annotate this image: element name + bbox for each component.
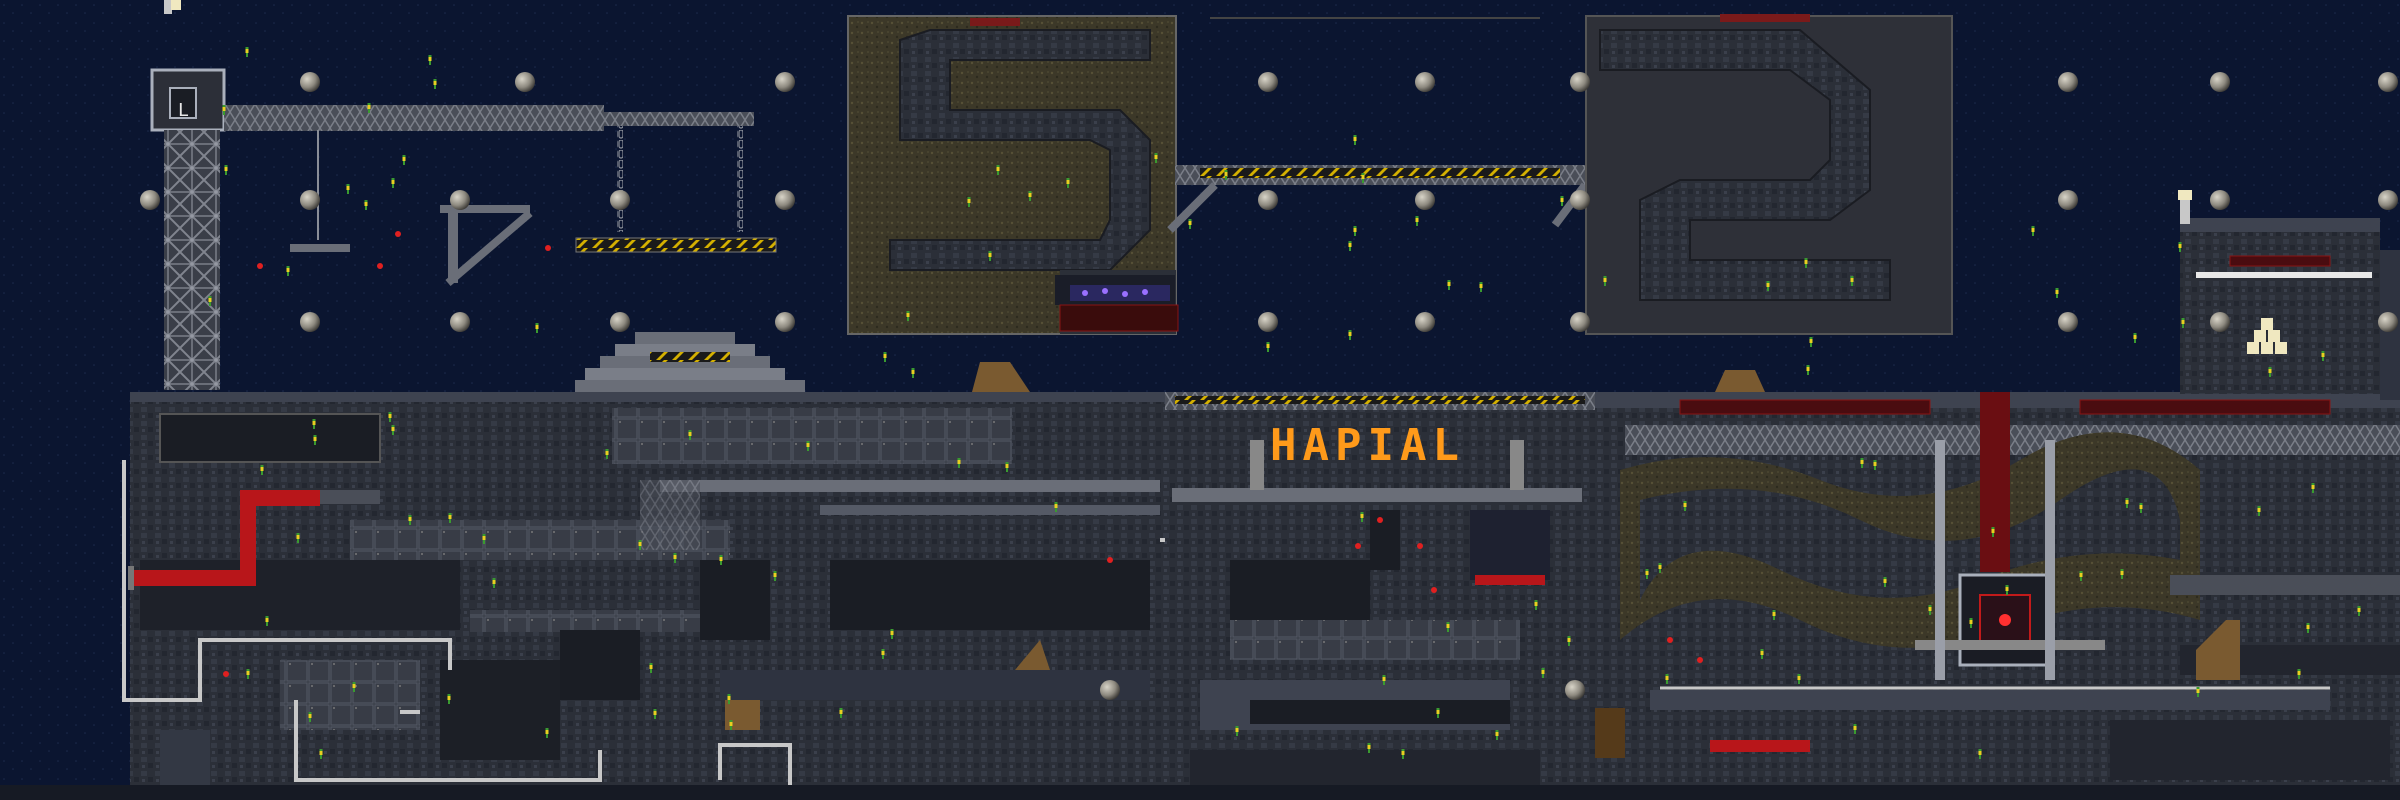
red-lights: [223, 231, 1703, 677]
spike-ball-icon: [1415, 190, 1435, 210]
crystal-cluster: [1070, 285, 1170, 301]
spike-ball-icon: [300, 312, 320, 332]
lamp-icon: [171, 0, 181, 10]
spike-ball-icon: [140, 190, 160, 210]
spike-ball-icon: [2378, 190, 2398, 210]
red-light-icon: [377, 263, 383, 269]
spike-ball-icon: [1258, 190, 1278, 210]
spike-ball-icon: [1258, 312, 1278, 332]
spike-ball-icon: [1570, 312, 1590, 332]
spike-ball-icon: [300, 190, 320, 210]
seven-girder: [440, 205, 530, 283]
red-light-icon: [223, 671, 229, 677]
red-light-icon: [1377, 517, 1383, 523]
right-tower: [2178, 190, 2400, 400]
spike-ball-icon: [1570, 190, 1590, 210]
red-light-icon: [545, 245, 551, 251]
spike-ball-icon: [2378, 312, 2398, 332]
level-sign: HAPIAL: [1270, 420, 1465, 471]
spike-ball-icon: [2210, 72, 2230, 92]
steps-pile: [575, 332, 805, 392]
spike-ball-icon: [1415, 72, 1435, 92]
red-light-icon: [1667, 637, 1673, 643]
spike-ball-icon: [1100, 680, 1120, 700]
spike-ball-icon: [2058, 72, 2078, 92]
spike-balls: [140, 72, 2398, 700]
hanging-platform: [575, 237, 777, 253]
central-building: HAPIAL: [1165, 392, 1595, 792]
red-light-icon: [1431, 587, 1437, 593]
spike-ball-icon: [2058, 312, 2078, 332]
spike-ball-icon: [1258, 72, 1278, 92]
spike-ball-icon: [775, 72, 795, 92]
ground-floor: [0, 785, 2400, 800]
spike-ball-icon: [1415, 312, 1435, 332]
svg-text:L: L: [178, 100, 189, 121]
red-light-icon: [395, 231, 401, 237]
spike-ball-icon: [775, 312, 795, 332]
red-light-icon: [1697, 657, 1703, 663]
spike-ball-icon: [2210, 312, 2230, 332]
red-light-icon: [257, 263, 263, 269]
spike-ball-icon: [515, 72, 535, 92]
spike-ball-icon: [1565, 680, 1585, 700]
dirt-mounds: [725, 362, 2240, 730]
spike-ball-icon: [2210, 190, 2230, 210]
billboard-left: [847, 15, 1179, 335]
red-light-icon: [1417, 543, 1423, 549]
crane: L: [150, 0, 754, 390]
lamp-icon: [2178, 190, 2192, 200]
right-complex: [1595, 392, 2400, 792]
girder-bridge-top: [1167, 17, 1589, 233]
small-ledge: [290, 244, 350, 252]
red-light-icon: [1355, 543, 1361, 549]
spike-ball-icon: [610, 312, 630, 332]
spike-ball-icon: [450, 312, 470, 332]
spike-ball-icon: [2378, 72, 2398, 92]
spike-ball-icon: [450, 190, 470, 210]
spike-ball-icon: [2058, 190, 2078, 210]
red-light-icon: [1107, 557, 1113, 563]
spike-ball-icon: [300, 72, 320, 92]
spike-ball-icon: [1570, 72, 1590, 92]
lower-left-complex: [130, 392, 1170, 792]
spike-ball-icon: [610, 190, 630, 210]
red-pipe: [128, 490, 320, 590]
spike-ball-icon: [775, 190, 795, 210]
